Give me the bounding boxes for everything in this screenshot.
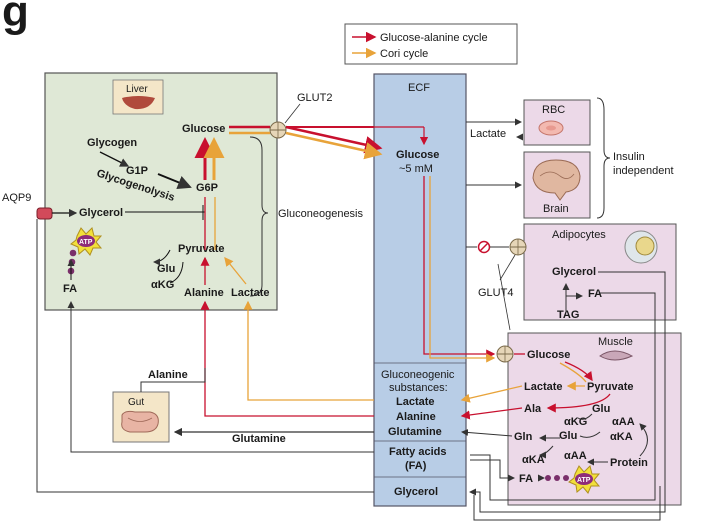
muscle-atp-badge: ATP xyxy=(568,465,601,494)
muscle-protein: Protein xyxy=(610,457,648,469)
muscle-gln: Gln xyxy=(514,431,533,443)
adipocytes-tag: TAG xyxy=(557,309,579,321)
adipocytes-glycerol: Glycerol xyxy=(552,266,596,278)
inhibit-icon xyxy=(477,240,491,254)
gluconeogenesis-bracket xyxy=(249,136,269,297)
liver-box: Liver xyxy=(44,72,278,311)
ecf-label: ECF xyxy=(408,82,430,94)
liver-g6p: G6P xyxy=(196,182,218,194)
muscle-glu: Glu xyxy=(592,403,610,415)
muscle-akg: αKG xyxy=(564,416,587,428)
insulin-label-2: independent xyxy=(613,165,674,177)
liver-icon xyxy=(122,96,155,110)
liver-akg: αKG xyxy=(151,279,174,291)
lactate-rbc-label: Lactate xyxy=(470,128,506,140)
ecf-lactate: Lactate xyxy=(396,396,435,408)
ecf-fa: (FA) xyxy=(405,460,427,472)
muscle-fa: FA xyxy=(519,473,533,485)
glut2-label: GLUT2 xyxy=(297,92,332,104)
liver-fa: FA xyxy=(63,283,77,295)
muscle-icon xyxy=(599,350,634,361)
legend-cori: Cori cycle xyxy=(380,48,428,60)
muscle-aaa2: αAA xyxy=(564,450,587,462)
brain-label: Brain xyxy=(543,203,569,215)
glut4-adipocyte-transporter xyxy=(509,238,527,256)
adipocytes-label: Adipocytes xyxy=(552,229,606,241)
legend-glucose-alanine: Glucose-alanine cycle xyxy=(380,32,488,44)
liver-glycogen: Glycogen xyxy=(87,137,137,149)
muscle-aaa: αAA xyxy=(612,416,635,428)
liver-g1p: G1P xyxy=(126,165,148,177)
alanine-gut-label: Alanine xyxy=(148,369,188,381)
glutamine-gut-label: Glutamine xyxy=(232,433,286,445)
rbc-label: RBC xyxy=(542,104,565,116)
liver-glucose: Glucose xyxy=(182,123,225,135)
liver-atp: ATP xyxy=(79,239,93,246)
liver-atp-badge: ATP xyxy=(70,227,103,256)
ecf-column: ECF Glucose ~5 mM Gluconeogenic substanc… xyxy=(373,73,467,507)
liver-glu: Glu xyxy=(157,263,175,275)
brain-icon xyxy=(532,159,581,201)
liver-label: Liver xyxy=(126,84,148,95)
insulin-bracket xyxy=(596,97,611,219)
muscle-ala: Ala xyxy=(524,403,542,415)
glut2-transporter xyxy=(269,121,287,139)
ecf-gluconeogenic-2: substances: xyxy=(389,382,448,394)
arrows xyxy=(36,118,666,521)
legend: Glucose-alanine cycle Cori cycle xyxy=(344,23,518,65)
ecf-glucose-conc: ~5 mM xyxy=(399,163,433,175)
heading-fragment: g xyxy=(2,0,29,36)
aqp9-channel xyxy=(36,207,53,220)
ecf-fatty-acids: Fatty acids xyxy=(389,446,446,458)
ecf-alanine: Alanine xyxy=(396,411,436,423)
muscle-pyruvate: Pyruvate xyxy=(587,381,633,393)
muscle-atp: ATP xyxy=(577,477,591,484)
muscle-lactate: Lactate xyxy=(524,381,563,393)
liver-glycerol: Glycerol xyxy=(79,207,123,219)
insulin-label-1: Insulin xyxy=(613,151,645,163)
rbc-box: RBC xyxy=(523,99,591,146)
liver-pyruvate: Pyruvate xyxy=(178,243,224,255)
aqp9-label: AQP9 xyxy=(2,192,31,204)
muscle-glu2: Glu xyxy=(559,430,577,442)
muscle-glucose: Glucose xyxy=(527,349,570,361)
adipocytes-fa: FA xyxy=(588,288,602,300)
ecf-glucose: Glucose xyxy=(396,149,439,161)
gut-box: Gut xyxy=(112,391,170,443)
liver-lactate: Lactate xyxy=(231,287,270,299)
gut-label: Gut xyxy=(128,397,144,408)
glut4-label: GLUT4 xyxy=(478,287,513,299)
ecf-glutamine: Glutamine xyxy=(388,426,442,438)
liver-alanine: Alanine xyxy=(184,287,224,299)
brain-box: Brain xyxy=(523,151,591,219)
muscle-label: Muscle xyxy=(598,336,633,348)
muscle-aka2: αKA xyxy=(522,454,545,466)
glut4-muscle-transporter xyxy=(496,345,514,363)
ecf-gluconeogenic-1: Gluconeogenic xyxy=(381,369,455,381)
gluconeogenesis-label: Gluconeogenesis xyxy=(278,208,364,220)
ecf-glycerol: Glycerol xyxy=(394,486,438,498)
muscle-aka: αKA xyxy=(610,431,633,443)
